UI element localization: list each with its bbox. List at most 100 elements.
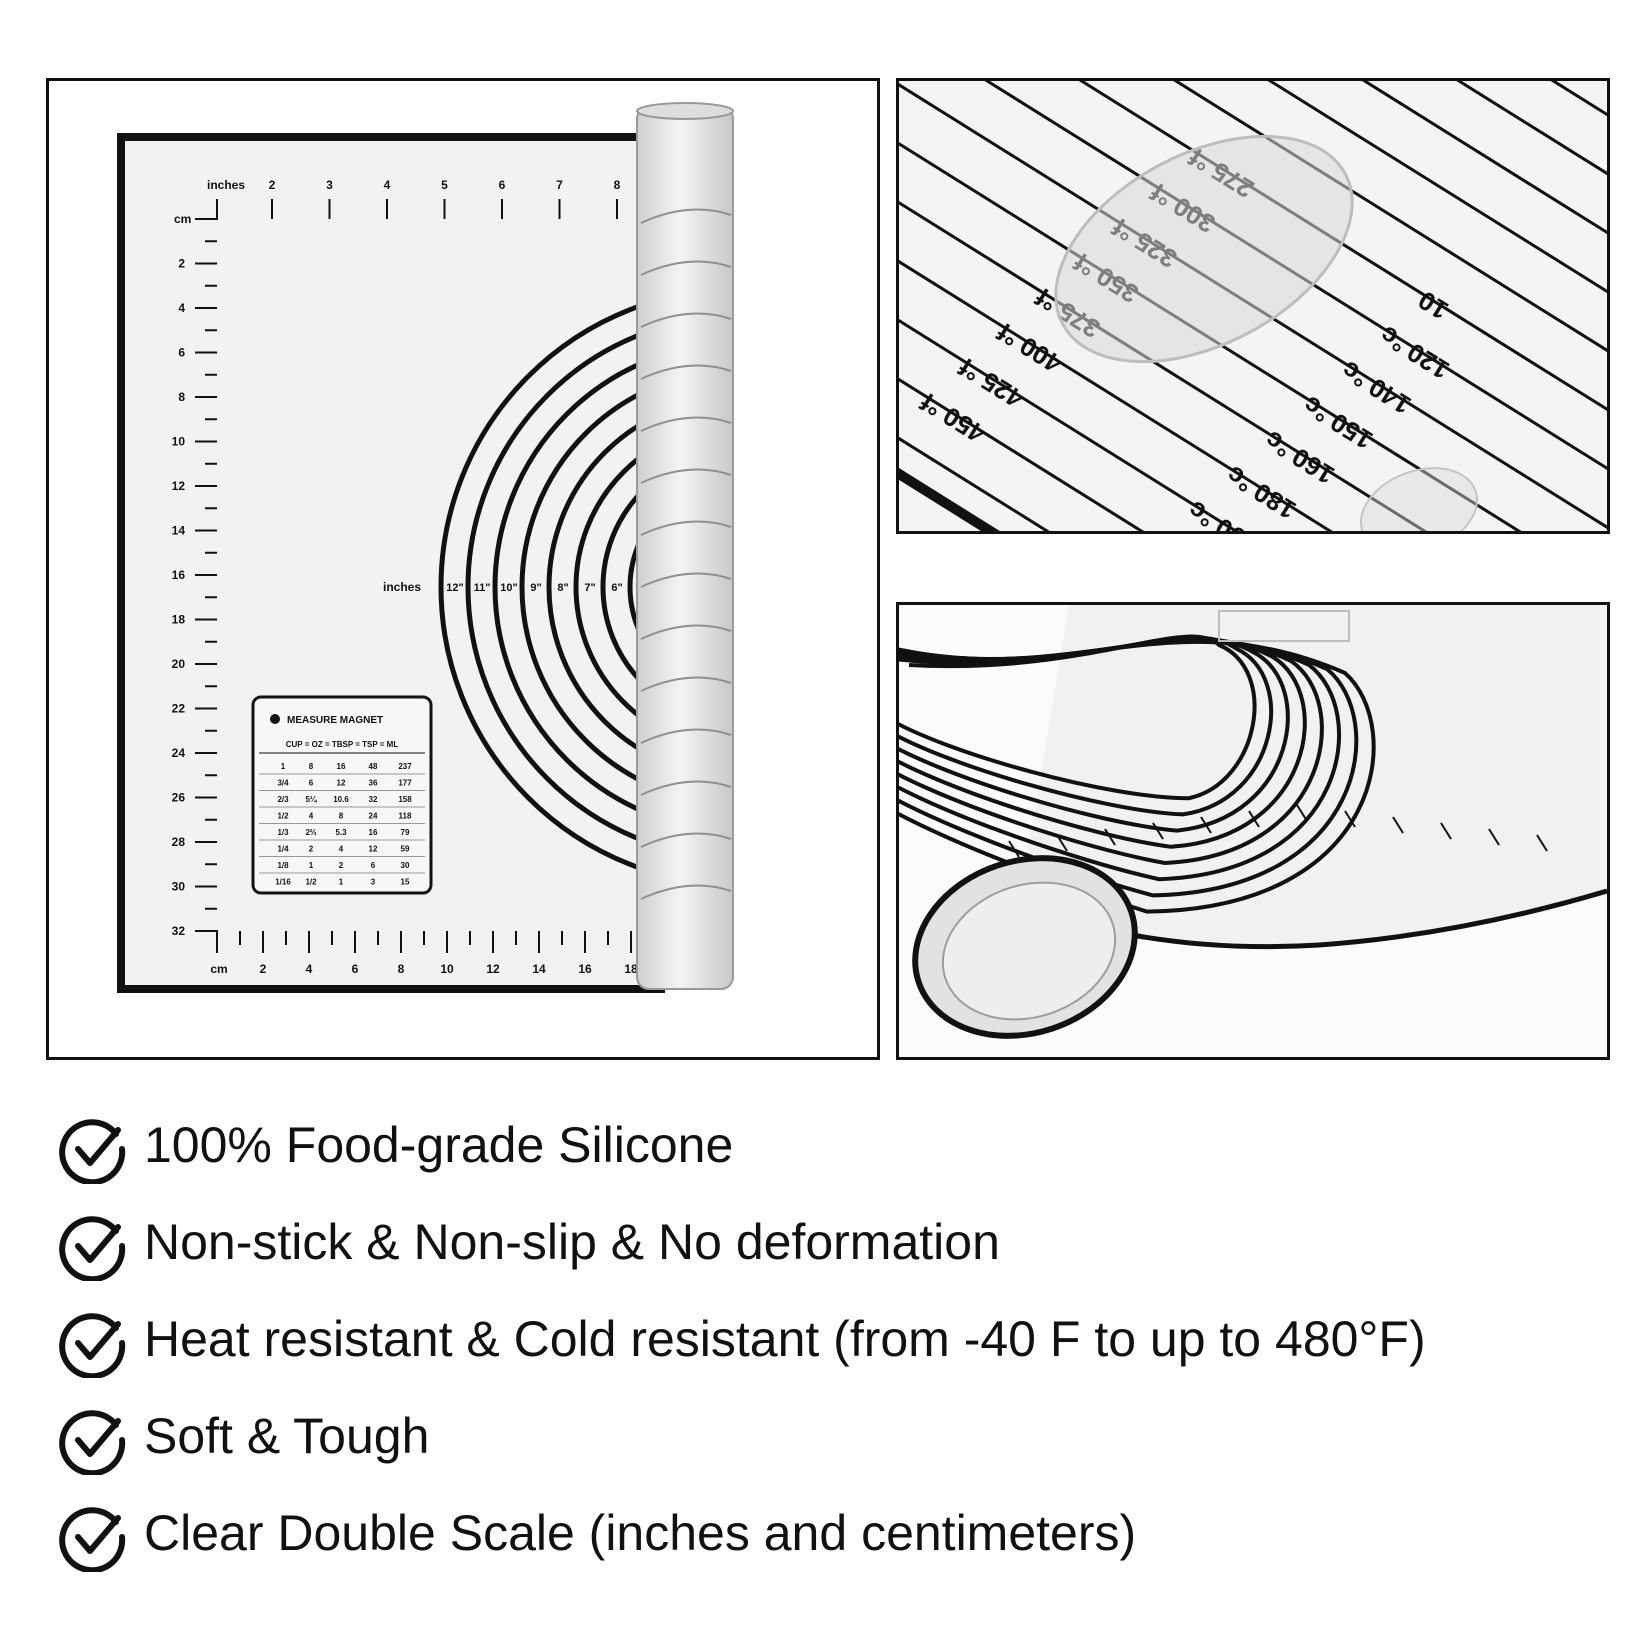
feature-text: Clear Double Scale (inches and centimete… bbox=[144, 1505, 1137, 1561]
rolled-mat-panel bbox=[896, 602, 1610, 1060]
side-cm-number: 28 bbox=[172, 835, 186, 849]
roll-ruler-tick bbox=[1008, 840, 1020, 858]
circle-guide-ring bbox=[546, 423, 637, 751]
circle-size-label: 8" bbox=[557, 582, 568, 594]
side-cm-number: 24 bbox=[172, 746, 186, 760]
table-cell: 30 bbox=[401, 861, 410, 870]
roll-shadow-line bbox=[640, 520, 732, 536]
table-cell: 15 bbox=[401, 878, 410, 887]
table-cell: 237 bbox=[398, 762, 412, 771]
table-cell: 158 bbox=[398, 795, 412, 804]
roll-shadow-line bbox=[640, 728, 732, 744]
circle-guide-ring bbox=[573, 456, 637, 718]
top-inch-number: 7 bbox=[556, 178, 563, 192]
circle-guide-ring bbox=[600, 493, 637, 681]
circle-inches-label: inches bbox=[383, 580, 421, 594]
side-cm-number: 2 bbox=[178, 257, 185, 271]
table-cell: 2⅔ bbox=[305, 828, 316, 837]
top-inch-number: 4 bbox=[384, 178, 391, 192]
circle-guide-ring bbox=[492, 362, 637, 812]
circle-guide-ring bbox=[627, 541, 637, 633]
feature-text: Soft & Tough bbox=[144, 1408, 430, 1464]
roll-ruler-tick bbox=[1200, 816, 1212, 834]
roll-ruler-tick bbox=[1296, 804, 1308, 822]
roll-shadow-line bbox=[640, 260, 732, 276]
circle-guide-ring bbox=[438, 304, 637, 870]
side-cm-number: 18 bbox=[172, 613, 186, 627]
table-cell: 6 bbox=[371, 861, 376, 870]
check-circle-icon bbox=[59, 1507, 126, 1572]
roll-top-end bbox=[636, 102, 734, 120]
check-circle-icon bbox=[59, 1313, 126, 1378]
table-cell: 8 bbox=[339, 812, 344, 821]
circle-size-label: 11" bbox=[474, 582, 491, 594]
roll-ruler-tick bbox=[1056, 834, 1068, 852]
bottom-cm-number: 2 bbox=[260, 962, 267, 976]
roll-ruler-tick bbox=[1248, 810, 1260, 828]
table-cell: 2/3 bbox=[277, 795, 289, 804]
table-cell: 6 bbox=[309, 779, 314, 788]
top-inch-number: 8 bbox=[614, 178, 621, 192]
table-cell: 48 bbox=[369, 762, 378, 771]
table-cell: 79 bbox=[401, 828, 410, 837]
feature-text: 100% Food-grade Silicone bbox=[144, 1117, 734, 1173]
top-inch-number: 3 bbox=[326, 178, 333, 192]
side-cm-number: 20 bbox=[172, 657, 186, 671]
bottom-cm-number: 14 bbox=[532, 962, 546, 976]
feature-text: Non-stick & Non-slip & No deformation bbox=[144, 1214, 1000, 1270]
table-cell: 5.3 bbox=[335, 828, 347, 837]
roll-faint-label-box bbox=[1218, 610, 1350, 642]
top-inch-number: 2 bbox=[269, 178, 276, 192]
table-cell: 177 bbox=[398, 779, 412, 788]
bottom-cm-number: 10 bbox=[440, 962, 454, 976]
table-cell: 1/8 bbox=[277, 861, 289, 870]
table-cell: 16 bbox=[369, 828, 378, 837]
temp-strip-line bbox=[899, 156, 1607, 531]
side-cm-number: 10 bbox=[172, 435, 186, 449]
top-inch-number: 5 bbox=[441, 178, 448, 192]
table-cell: 1 bbox=[309, 861, 314, 870]
measure-table bbox=[251, 695, 433, 895]
measure-table-header: CUP = OZ = TBSP = TSP = ML bbox=[286, 740, 399, 749]
circle-size-label: 10" bbox=[500, 582, 517, 594]
feature-item: Non-stick & Non-slip & No deformation bbox=[58, 1207, 1618, 1304]
bottom-cm-number: 12 bbox=[486, 962, 500, 976]
measure-table-title: MEASURE MAGNET bbox=[287, 715, 383, 726]
bottom-cm-number: 16 bbox=[578, 962, 592, 976]
feature-item: Heat resistant & Cold resistant (from -4… bbox=[58, 1304, 1618, 1401]
table-cell: 1 bbox=[281, 762, 286, 771]
top-inch-number: 6 bbox=[499, 178, 506, 192]
rolled-mat-cylinder bbox=[636, 106, 734, 990]
roll-shadow-line bbox=[640, 884, 732, 900]
table-cell: 10.6 bbox=[333, 795, 349, 804]
table-cell: 12 bbox=[369, 845, 378, 854]
rolled-mat-illustration bbox=[899, 605, 1607, 1057]
side-cm-number: 14 bbox=[172, 524, 186, 538]
check-circle-icon bbox=[59, 1410, 126, 1475]
temp-strip-line bbox=[899, 81, 1607, 456]
water-droplet bbox=[1054, 134, 1354, 364]
roll-shadow-line bbox=[640, 416, 732, 432]
circle-guides bbox=[438, 304, 637, 870]
temp-strip-line bbox=[899, 81, 1607, 414]
side-cm-number: 26 bbox=[172, 791, 186, 805]
roll-shadow-line bbox=[640, 208, 732, 224]
table-cell: 2 bbox=[339, 861, 344, 870]
roll-ruler-tick bbox=[1488, 828, 1500, 846]
roll-shadow-line bbox=[640, 780, 732, 796]
table-bullet-icon bbox=[270, 714, 280, 724]
circle-guide-ring bbox=[465, 333, 637, 841]
roll-cylinder-inner bbox=[941, 881, 1117, 1021]
temp-strip-line bbox=[899, 198, 1607, 531]
table-cell: 2 bbox=[309, 845, 314, 854]
table-cell: 36 bbox=[369, 779, 378, 788]
table-cell: 4 bbox=[309, 812, 314, 821]
temp-strip-line bbox=[899, 81, 1607, 531]
table-cell: 16 bbox=[337, 762, 346, 771]
check-circle-icon bbox=[59, 1119, 126, 1184]
table-cell: 1/2 bbox=[305, 878, 317, 887]
water-droplet bbox=[1359, 467, 1479, 531]
